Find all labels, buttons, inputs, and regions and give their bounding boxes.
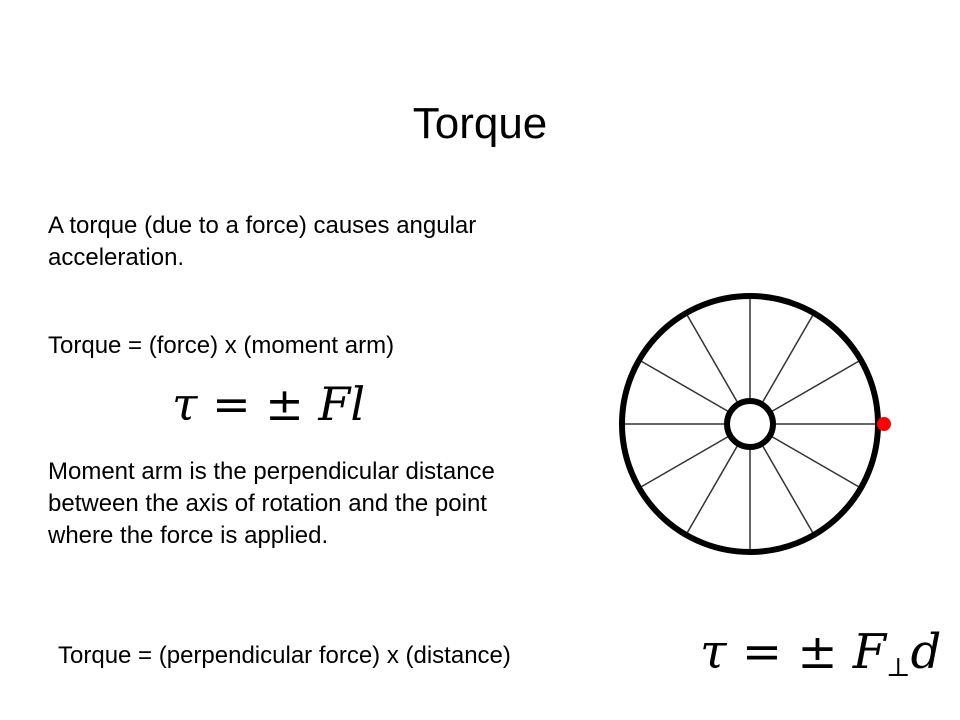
- formula-tau: τ: [172, 377, 198, 431]
- moment-arm-text: Moment arm is the perpendicular distance…: [48, 458, 495, 549]
- wheel-spokes: [622, 296, 878, 552]
- formula-distance: d: [910, 624, 942, 680]
- torque-perpendicular-formula: τ = ± F⊥d: [700, 620, 941, 700]
- wheel-spoke: [638, 359, 731, 414]
- force-application-point: [877, 417, 891, 431]
- formula-plus-minus: ±: [797, 624, 838, 680]
- formula-tau: τ: [700, 624, 727, 680]
- intro-text: A torque (due to a force) causes angular…: [48, 212, 477, 271]
- formula-equals: =: [741, 624, 783, 680]
- wheel-spoke: [760, 443, 815, 536]
- wheel-spoke: [760, 312, 815, 405]
- torque-formula: τ = ± Fl: [172, 376, 365, 432]
- formula-force: F: [852, 624, 887, 680]
- torque-definition: Torque = (force) x (moment arm): [48, 332, 395, 359]
- wheel-spoke: [685, 312, 740, 405]
- formula-plus-minus: ±: [265, 377, 304, 431]
- formula-equals: =: [212, 377, 251, 431]
- formula-force-arm: Fl: [318, 377, 366, 431]
- formula-perpendicular-subscript: ⊥: [886, 653, 911, 683]
- wheel-spoke: [638, 434, 731, 489]
- wheel-diagram: [619, 293, 891, 555]
- torque-perpendicular-definition: Torque = (perpendicular force) x (distan…: [58, 642, 511, 669]
- wheel-spoke: [769, 359, 862, 414]
- wheel-spoke: [769, 434, 862, 489]
- wheel-spoke: [685, 443, 740, 536]
- wheel-hub: [724, 398, 776, 450]
- slide-title: Torque: [412, 99, 548, 148]
